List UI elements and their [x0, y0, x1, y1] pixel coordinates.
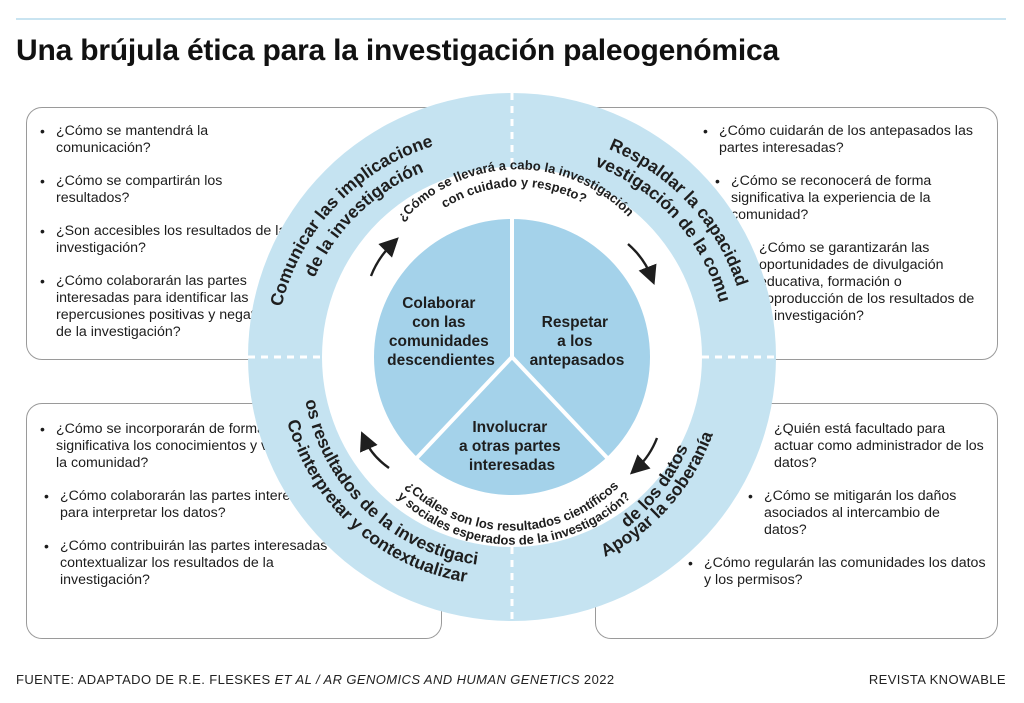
source-credit: FUENTE: ADAPTADO DE R.E. FLESKES ET AL /… [16, 672, 614, 687]
arrow-top-right-icon [627, 243, 657, 285]
question-item: ¿Cómo colaborarán las partes interesadas… [40, 273, 290, 341]
question-item: ¿Cómo cuidarán de los antepasados las pa… [703, 123, 983, 157]
questions-data-sovereignty: ¿Quién está facultado para actuar como a… [688, 421, 986, 605]
sector-involve-stakeholders: Involucrar a otras partes interesadas [459, 419, 565, 474]
pie-divider-left [410, 355, 514, 465]
question-item: ¿Cómo contribuirán las partes interesada… [44, 538, 340, 589]
source-prefix: FUENTE: ADAPTADO DE R.E. FLESKES [16, 672, 275, 687]
arrow-bottom-right-icon [629, 437, 659, 475]
question-item: ¿Cómo se reconocerá de forma significati… [715, 173, 983, 224]
question-item: ¿Son accesibles los resultados de la inv… [40, 223, 290, 257]
publisher-credit: REVISTA KNOWABLE [868, 672, 1006, 687]
pie-divider-right [510, 355, 614, 465]
source-journal: ET AL / AR GENOMICS AND HUMAN GENETICS [274, 672, 580, 687]
question-item: ¿Cómo se mitigarán los daños asociados a… [748, 488, 986, 539]
questions-cointerpret: ¿Cómo se incorporarán de forma significa… [40, 421, 340, 605]
question-item: ¿Cómo colaborarán las partes interesadas… [44, 488, 340, 522]
top-rule [16, 18, 1006, 20]
questions-support-capacity: ¿Cómo cuidarán de los antepasados las pa… [703, 123, 983, 341]
question-item: ¿Cómo se garantizarán las oportunidades … [743, 240, 983, 325]
question-item: ¿Quién está facultado para actuar como a… [758, 421, 986, 472]
source-year: 2022 [579, 672, 615, 687]
question-item: ¿Cómo se compartirán los resultados? [40, 173, 290, 207]
page-title: Una brújula ética para la investigación … [16, 34, 779, 67]
question-item: ¿Cómo regularán las comunidades los dato… [688, 555, 994, 589]
sector-respect-ancestors: Respetar a los antepasados [530, 314, 625, 369]
sector-collaborate: Colaborar con las comunidades descendien… [387, 295, 495, 369]
arrow-bottom-left-icon [360, 431, 390, 469]
question-item: ¿Cómo se incorporarán de forma significa… [40, 421, 340, 472]
questions-communicate: ¿Cómo se mantendrá la comunicación? ¿Cóm… [40, 123, 290, 357]
question-item: ¿Cómo se mantendrá la comunicación? [40, 123, 290, 157]
arrow-top-left-icon [369, 237, 399, 277]
